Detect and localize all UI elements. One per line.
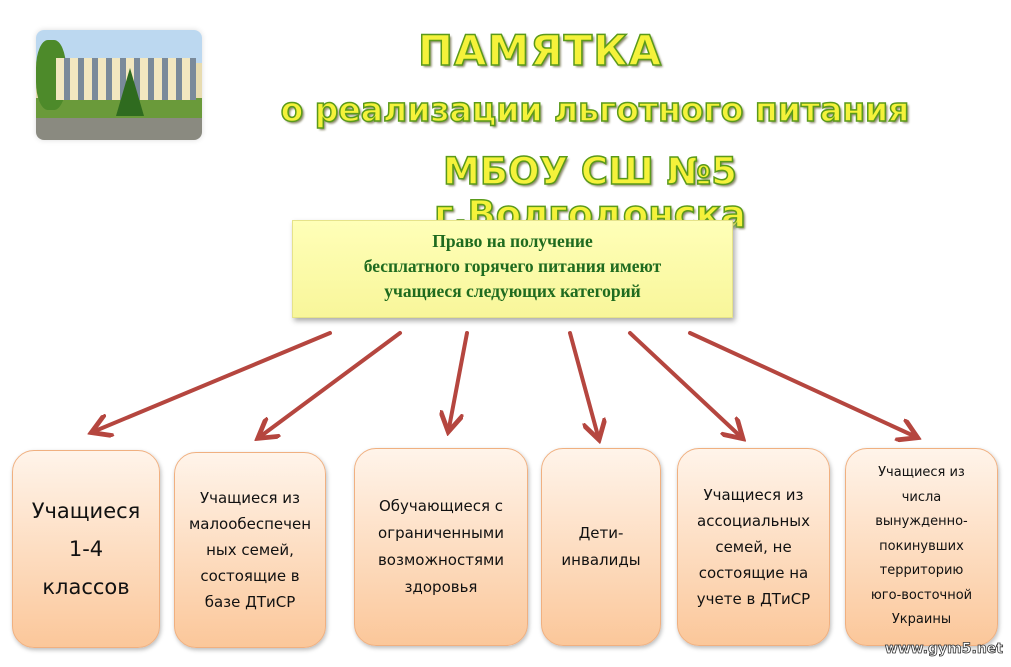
arrow-5 — [628, 331, 740, 436]
category-low-income: Учащиеся из малообеспечен ных семей, сос… — [174, 452, 326, 648]
category-disabled-children: Дети- инвалиды — [541, 448, 661, 646]
arrow-2 — [261, 331, 402, 436]
category-asocial-families: Учащиеся из ассоциальных семей, не состо… — [677, 448, 830, 646]
arrow-4 — [568, 331, 598, 436]
page-title: ПАМЯТКА — [417, 25, 663, 76]
school-building-photo — [36, 30, 202, 140]
category-grades-1-4: Учащиеся 1-4 классов — [12, 450, 160, 648]
category-ukraine-displaced: Учащиеся из числа вынужденно- покинувших… — [845, 448, 998, 646]
central-box: Право на получение бесплатного горячего … — [292, 220, 733, 318]
arrow-6 — [688, 331, 914, 436]
page-subtitle: о реализации льготного питания — [280, 89, 910, 130]
arrow-3 — [449, 331, 469, 428]
arrow-1 — [95, 331, 332, 431]
watermark: www.gym5.net — [884, 641, 1003, 658]
category-disabilities: Обучающиеся с ограниченными возможностям… — [354, 448, 528, 646]
